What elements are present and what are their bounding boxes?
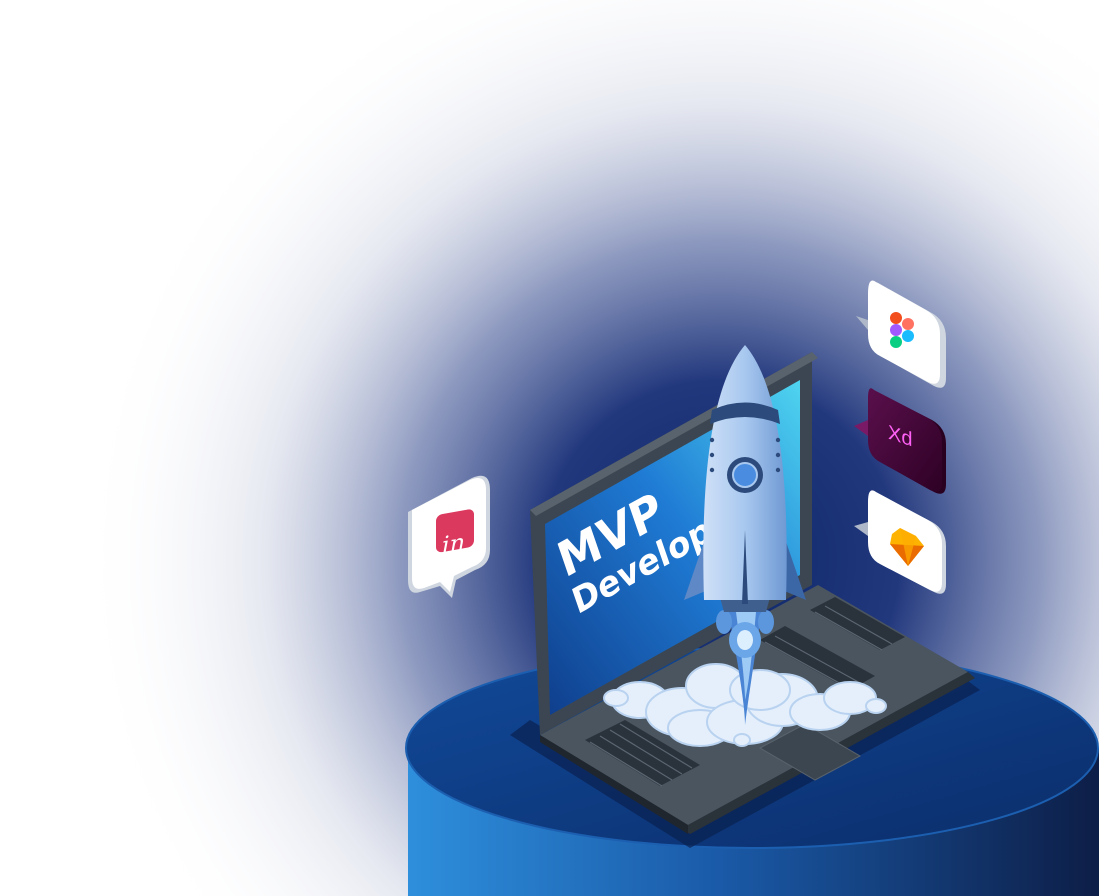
sketch-badge: [854, 490, 946, 594]
sketch-icon: [890, 528, 924, 566]
invision-badge: in: [408, 475, 490, 598]
keyboard: [585, 597, 905, 786]
figma-badge: [856, 280, 946, 388]
exhaust-clouds: [603, 663, 887, 747]
rocket: [684, 345, 806, 612]
laptop: [510, 352, 980, 848]
xd-badge: Xd: [854, 388, 946, 494]
invision-label: in: [442, 528, 465, 560]
rocket-flame: [716, 610, 774, 725]
figma-icon: [890, 312, 914, 348]
invision-icon: [436, 509, 474, 553]
